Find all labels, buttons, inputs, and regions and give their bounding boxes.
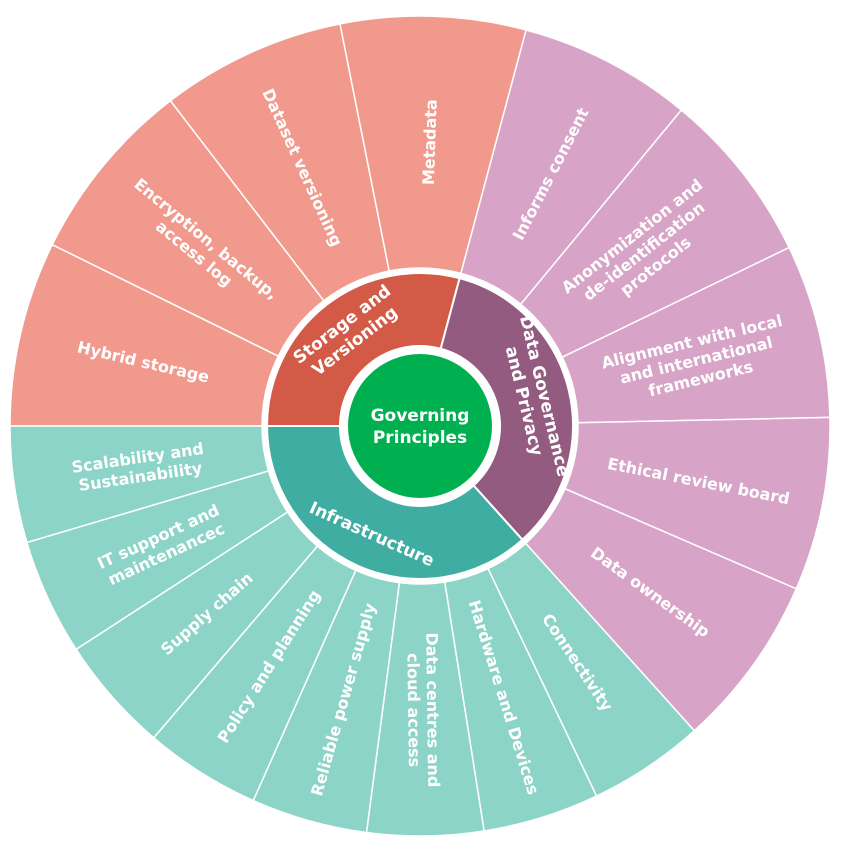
- outer-segment-scalability-and-sustainability: [9, 425, 270, 544]
- center-label-line: Governing: [371, 406, 470, 426]
- inner-segment-storage-and-versioning: [265, 272, 461, 427]
- ring-separator: [262, 268, 578, 584]
- center-label-line: Principles: [373, 428, 467, 448]
- outer-segment-data-centres-and-cloud-access-label: Data centres andcloud access: [403, 632, 443, 787]
- outer-segment-metadata-label-line: Metadata: [419, 99, 441, 185]
- outer-segment-data-centres-and-cloud-access-label-line: Data centres and: [422, 632, 443, 787]
- outer-segment-metadata-label: Metadata: [419, 99, 441, 185]
- inner-segment-infrastructure: [265, 425, 524, 580]
- outer-segment-data-centres-and-cloud-access-label-line: cloud access: [403, 653, 423, 767]
- center-circle: [348, 354, 492, 498]
